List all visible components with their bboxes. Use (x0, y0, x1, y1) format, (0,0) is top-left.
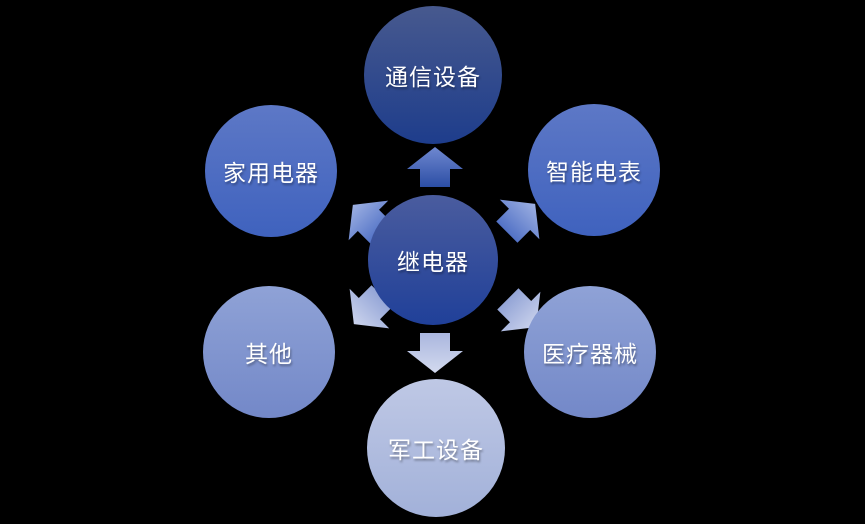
node-medical-devices: 医疗器械 (524, 286, 656, 418)
arrow-down-icon (407, 333, 463, 373)
node-military-equipment: 军工设备 (367, 379, 505, 517)
node-other: 其他 (203, 286, 335, 418)
node-label: 智能电表 (546, 159, 642, 185)
node-home-appliances: 家用电器 (205, 105, 337, 237)
node-communication-equipment: 通信设备 (364, 6, 502, 144)
node-label: 家用电器 (223, 160, 319, 186)
node-label: 继电器 (397, 249, 469, 275)
node-label: 其他 (245, 341, 293, 367)
node-label: 医疗器械 (542, 341, 638, 367)
arrow-up-icon (407, 147, 463, 187)
node-label: 通信设备 (385, 64, 481, 90)
node-relay-center: 继电器 (368, 195, 498, 325)
node-label: 军工设备 (388, 437, 484, 463)
node-smart-meter: 智能电表 (528, 104, 660, 236)
